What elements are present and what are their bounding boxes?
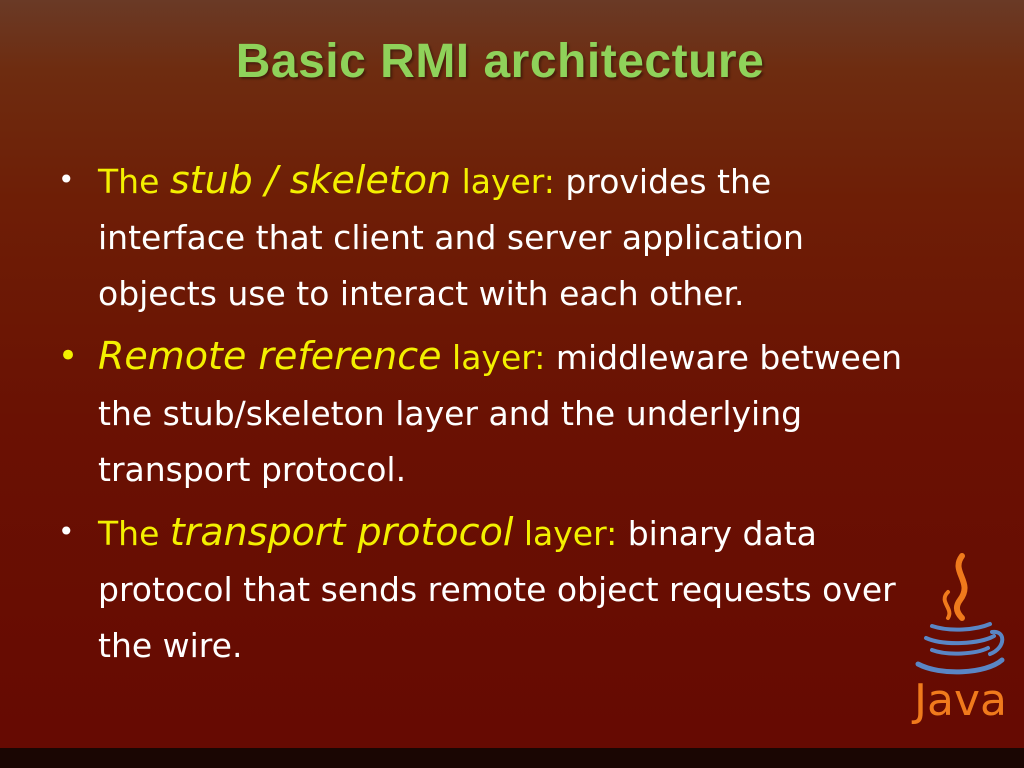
bullet-layer-label: layer: [451,162,555,201]
bullet-transport-protocol: • The transport protocol layer: binary d… [58,504,918,674]
bullet-dot-icon: • [58,515,75,548]
bullet-prefix: The [98,162,170,201]
bullet-prefix: The [98,514,170,553]
java-coffee-cup-icon [915,553,1005,675]
slide-title: Basic RMI architecture [235,35,765,88]
bullet-list: • The stub / skeleton layer: provides th… [58,152,918,680]
java-logo-text: Java [914,675,1007,726]
bullet-term: transport protocol [169,510,514,554]
bullet-term: stub / skeleton [169,158,452,202]
bullet-text: provides the interface that client and s… [98,162,804,313]
bullet-text: binary data protocol that sends remote o… [98,514,896,665]
bullet-layer-label: layer: [513,514,618,553]
bullet-remote-reference: • Remote reference layer: middleware bet… [58,328,918,498]
bullet-layer-label: layer: [441,338,546,377]
bullet-dot-icon: • [58,336,79,376]
bullet-dot-icon: • [58,163,75,196]
bottom-bar [0,748,1024,768]
bullet-term: Remote reference [98,334,442,378]
bullet-text: middleware between the stub/skeleton lay… [98,338,903,489]
bullet-stub-skeleton: • The stub / skeleton layer: provides th… [58,152,918,322]
